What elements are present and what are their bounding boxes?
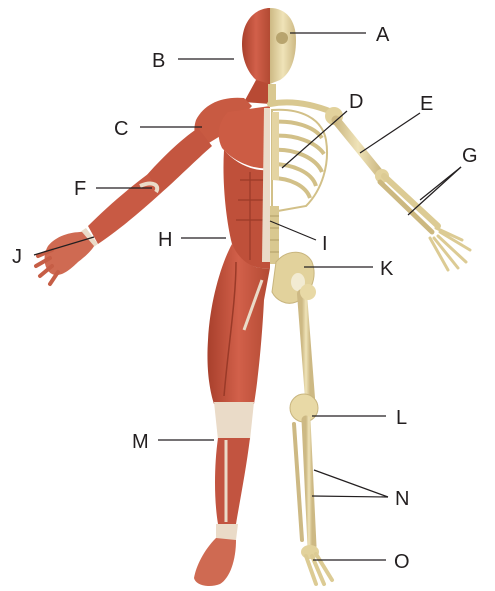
lumbar-spine [270, 206, 279, 264]
thigh-muscle [207, 244, 270, 404]
leader-N1 [314, 470, 388, 497]
label-K: K [380, 258, 394, 280]
fibula [294, 424, 302, 540]
label-D: D [349, 91, 363, 113]
label-H: H [158, 229, 172, 251]
label-E: E [420, 93, 433, 115]
label-M: M [132, 431, 149, 453]
label-I: I [322, 233, 328, 255]
label-L: L [396, 407, 407, 429]
neck-muscle [244, 80, 270, 104]
leader-E [360, 113, 420, 153]
label-F: F [74, 178, 86, 200]
label-O: O [394, 551, 410, 573]
label-C: C [114, 118, 128, 140]
knee [214, 402, 254, 440]
radius [384, 176, 438, 226]
label-J: J [12, 246, 22, 268]
muscular-half [36, 8, 270, 586]
label-B: B [152, 50, 165, 72]
foot-muscle [194, 538, 236, 586]
label-A: A [376, 24, 390, 46]
lower-leg-muscle [215, 438, 250, 524]
femur [302, 294, 310, 398]
hand-bones [430, 228, 470, 270]
head-muscle [242, 8, 270, 86]
humerus [336, 120, 380, 174]
leader-G2 [408, 167, 461, 215]
skeletal-half [268, 8, 470, 584]
label-N: N [395, 488, 409, 510]
ulna [380, 182, 432, 232]
label-G: G [462, 145, 478, 167]
skull [270, 8, 296, 84]
leader-N2 [312, 496, 388, 497]
tibia [306, 420, 312, 546]
